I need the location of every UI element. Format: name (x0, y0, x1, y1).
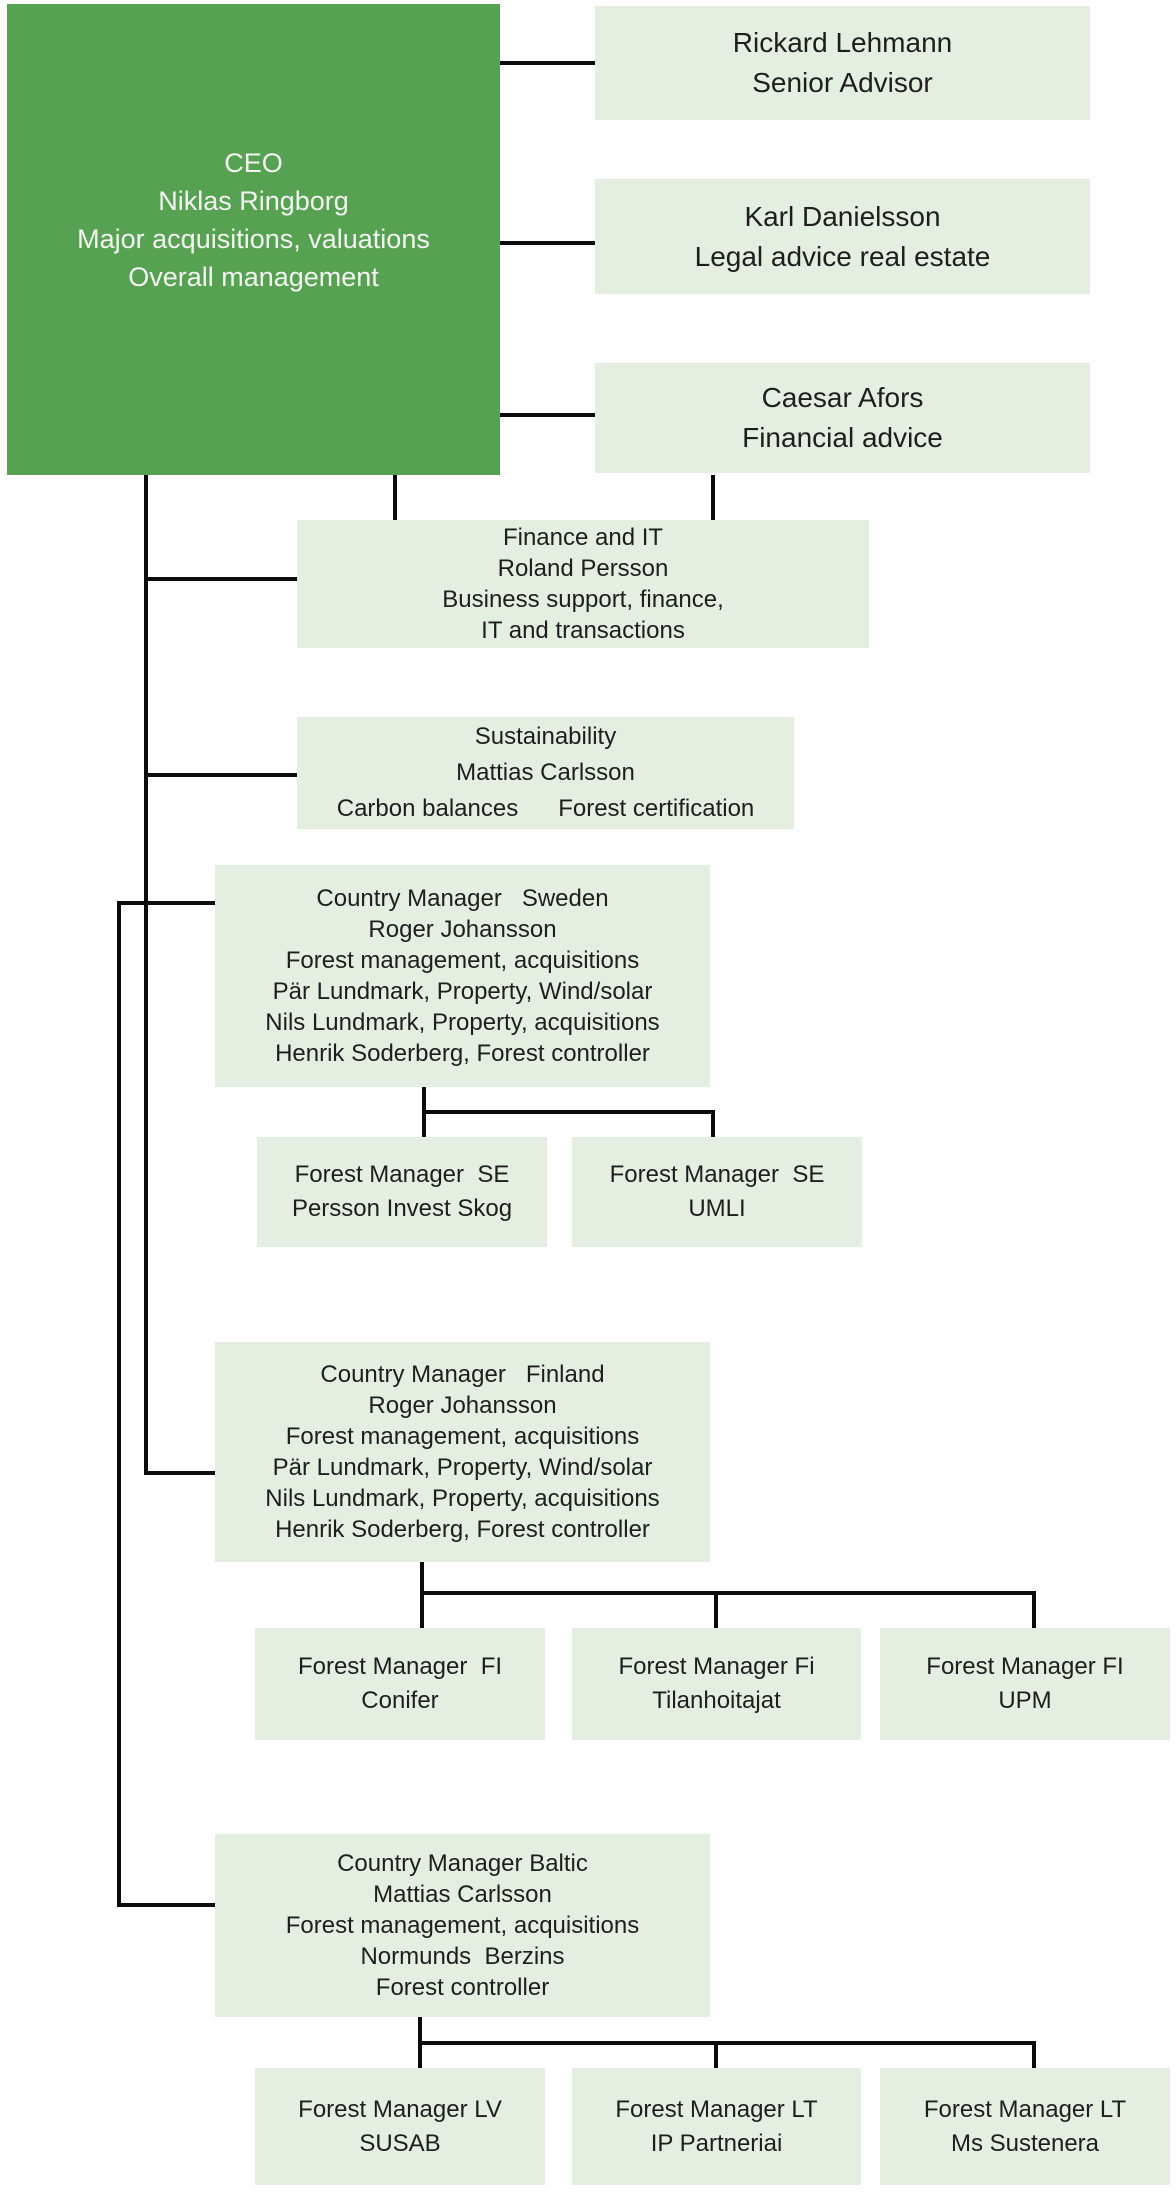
connector-ms-sustenera-drop (1032, 2041, 1036, 2068)
country-manager-finland-box: Country Manager Finland Roger Johansson … (215, 1342, 710, 1562)
sustainability-box: Sustainability Mattias Carlsson Carbon b… (297, 717, 794, 829)
connector-finland-rail (420, 1591, 1036, 1595)
connector-ceo-to-financial-advisor (500, 413, 595, 417)
forest-manager-lv-susab-box: Forest Manager LV SUSAB (255, 2068, 545, 2185)
forest-manager-fi-tilanhoitajat-box: Forest Manager Fi Tilanhoitajat (572, 1628, 861, 1740)
connector-ceo-to-senior-advisor (500, 61, 595, 65)
forest-manager-se-umli-box: Forest Manager SE UMLI (572, 1137, 862, 1247)
connector-ceo-drop-stub (393, 475, 397, 520)
country-manager-sweden-box: Country Manager Sweden Roger Johansson F… (215, 865, 710, 1087)
connector-upm-drop (1032, 1591, 1036, 1628)
ceo-box: CEO Niklas Ringborg Major acquisitions, … (7, 4, 500, 475)
advisor-box-karl-danielsson: Karl Danielsson Legal advice real estate (595, 179, 1090, 294)
forest-manager-lt-ip-partneriai-box: Forest Manager LT IP Partneriai (572, 2068, 861, 2185)
finance-and-it-box: Finance and IT Roland Persson Business s… (297, 520, 869, 648)
connector-ceo-to-legal-advisor (500, 241, 595, 245)
country-manager-baltic-box: Country Manager Baltic Mattias Carlsson … (215, 1834, 710, 2017)
forest-manager-lt-ms-sustenera-box: Forest Manager LT Ms Sustenera (880, 2068, 1170, 2185)
connector-to-finland-box (144, 1471, 215, 1475)
connector-finland-drop (420, 1562, 424, 1628)
connector-baltic-rail (418, 2041, 1036, 2045)
advisor-box-caesar-afors: Caesar Afors Financial advice (595, 363, 1090, 473)
connector-ip-partneriai-drop (714, 2041, 718, 2068)
connector-tilanhoitajat-drop (714, 1591, 718, 1628)
connector-to-sweden-box (117, 901, 215, 905)
connector-umli-drop (711, 1110, 715, 1137)
advisor-box-rickard-lehmann: Rickard Lehmann Senior Advisor (595, 6, 1090, 120)
connector-financial-advisor-drop (711, 475, 715, 520)
forest-manager-fi-upm-box: Forest Manager FI UPM (880, 1628, 1170, 1740)
forest-manager-fi-conifer-box: Forest Manager FI Conifer (255, 1628, 545, 1740)
connector-country-bracket-vertical (117, 901, 121, 1907)
connector-to-sustainability-box (144, 773, 297, 777)
connector-to-baltic-box (117, 1903, 215, 1907)
connector-to-finance-box (144, 577, 297, 581)
forest-manager-se-persson-invest-skog-box: Forest Manager SE Persson Invest Skog (257, 1137, 547, 1247)
connector-ceo-main-vertical (144, 475, 148, 1475)
connector-sweden-rail (422, 1110, 715, 1114)
